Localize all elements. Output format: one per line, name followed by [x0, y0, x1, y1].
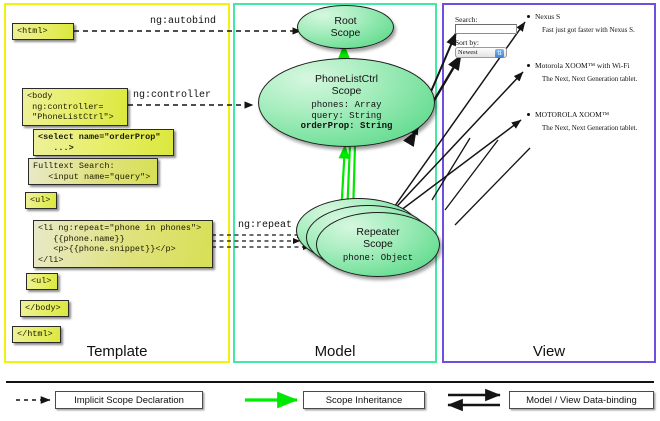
- view-phone-item-2: MOTOROLA XOOM™ The Next, Next Generation…: [527, 110, 638, 132]
- bullet-icon: [527, 113, 530, 116]
- prop-query: query: String: [311, 110, 382, 121]
- edge-label-controller: ng:controller: [133, 90, 212, 101]
- code-ul-open-tag: <ul>: [25, 192, 57, 209]
- sort-by-select[interactable]: Newest ⇅: [455, 47, 507, 58]
- legend-divider: [6, 381, 654, 383]
- scope-root: Root Scope: [297, 5, 394, 49]
- code-html-close-tag: </html>: [12, 326, 61, 343]
- legend-label-model-view-data-binding: Model / View Data-binding: [509, 391, 654, 409]
- panel-model: [233, 3, 437, 363]
- view-phone-name-2: MOTOROLA XOOM™: [535, 110, 610, 119]
- bullet-icon: [527, 64, 530, 67]
- legend-label-scope-inheritance: Scope Inheritance: [303, 391, 425, 409]
- view-phone-snippet-2: The Next, Next Generation tablet.: [542, 124, 638, 132]
- code-body-controller: <body ng:controller= "PhoneListCtrl">: [22, 88, 128, 126]
- scope-repeater: Repeater Scope phone: Object: [316, 212, 440, 277]
- code-li-ng-repeat: <li ng:repeat="phone in phones"> {{phone…: [33, 220, 213, 268]
- panel-title-model: Model: [314, 343, 356, 360]
- code-html-open-tag: <html>: [12, 23, 74, 40]
- code-ul-close-tag: <ul>: [26, 273, 58, 290]
- scope-root-title: Root Scope: [330, 15, 361, 39]
- legend-glyph-double: [447, 388, 501, 412]
- view-phone-name-0: Nexus S: [535, 12, 561, 21]
- code-select-orderprop: <select name="orderProp" ...>: [33, 129, 174, 156]
- view-phone-item-1: Motorola XOOM™ with Wi-Fi The Next, Next…: [527, 61, 638, 83]
- edge-label-repeat: ng:repeat: [238, 220, 293, 231]
- scope-phonelistctrl-title: PhoneListCtrl Scope: [314, 73, 379, 98]
- view-phone-item-0: Nexus S Fast just got faster with Nexus …: [527, 12, 635, 34]
- legend-label-implicit-scope-declaration: Implicit Scope Declaration: [55, 391, 203, 409]
- code-body-close-tag: </body>: [20, 300, 69, 317]
- panel-title-view: View: [532, 343, 566, 360]
- chevron-updown-icon: ⇅: [495, 49, 504, 58]
- code-fulltext-search: Fulltext Search: <input name="query">: [28, 158, 158, 185]
- view-phone-name-1: Motorola XOOM™ with Wi-Fi: [535, 61, 630, 70]
- scope-repeater-title: Repeater Scope: [356, 225, 400, 250]
- panel-title-template: Template: [86, 343, 148, 360]
- view-phone-snippet-1: The Next, Next Generation tablet.: [542, 75, 638, 83]
- edge-label-autobind: ng:autobind: [150, 16, 217, 27]
- scope-repeater-props: phone: Object: [342, 252, 414, 263]
- prop-orderprop: orderProp: String: [300, 121, 393, 132]
- bullet-icon: [527, 15, 530, 18]
- prop-phones: phones: Array: [311, 100, 382, 111]
- sort-by-selected-value: Newest: [458, 49, 478, 56]
- view-phone-snippet-0: Fast just got faster with Nexus S.: [542, 26, 635, 34]
- view-sort-label: Sort by:: [455, 38, 479, 47]
- search-input[interactable]: [455, 24, 517, 34]
- view-search-label: Search:: [455, 15, 478, 24]
